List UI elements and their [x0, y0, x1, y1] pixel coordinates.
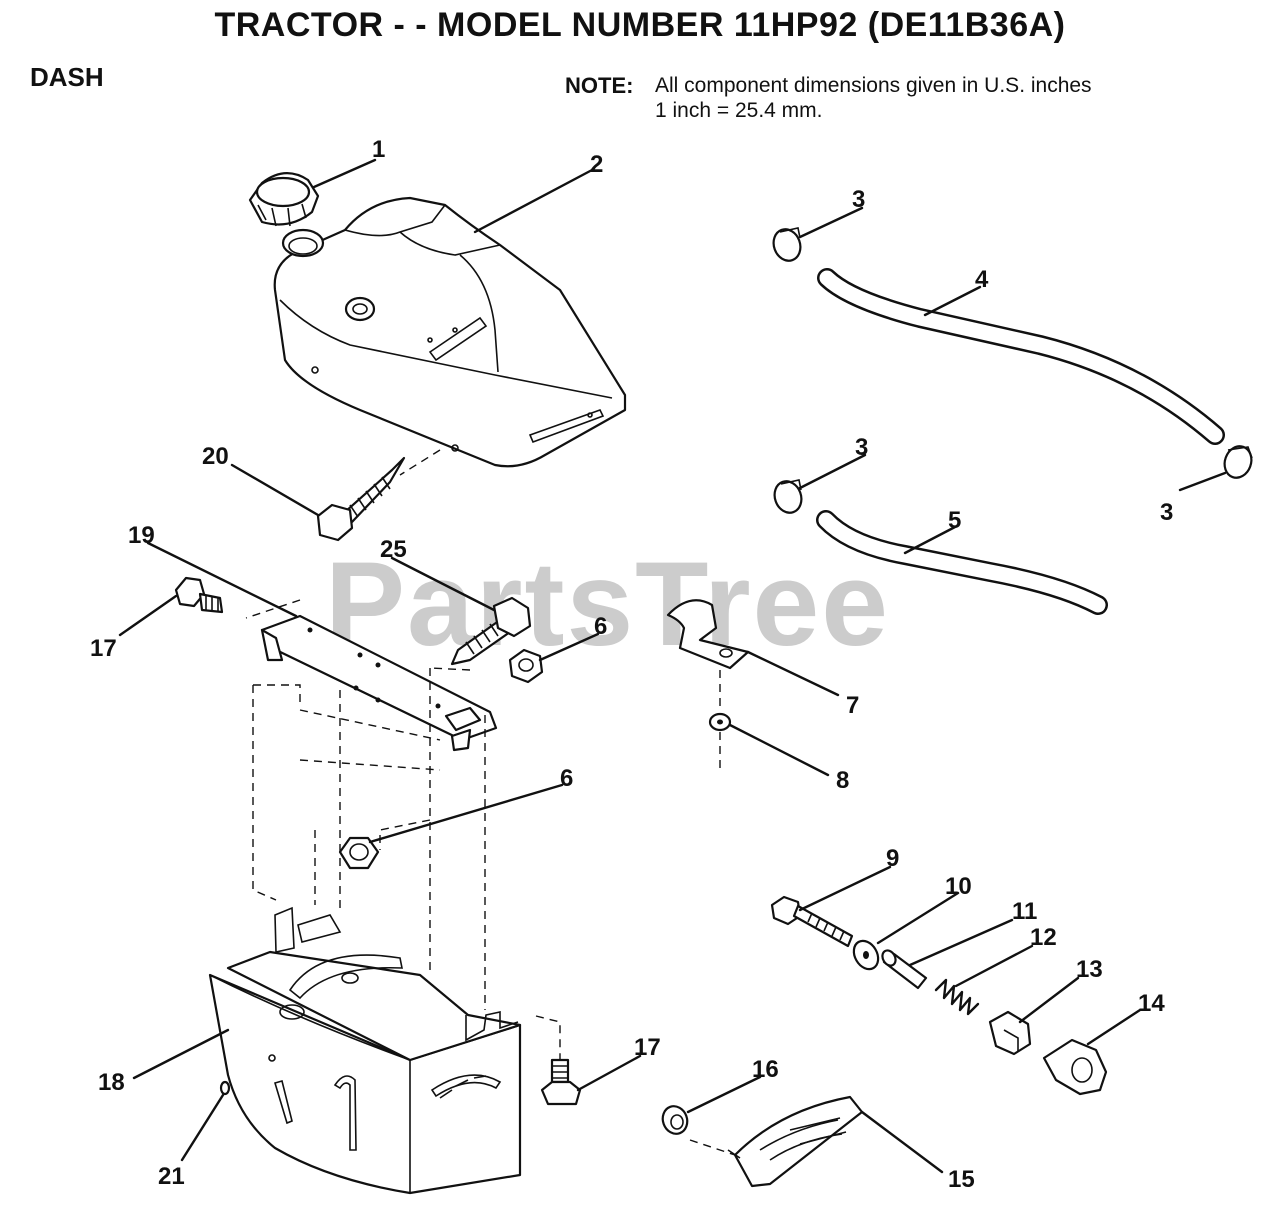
- callout-12: 12: [1030, 924, 1057, 951]
- callout-numbers: 1 2 3 4 3 3 5 20 19 25 6 17 7 8 6 9 10 1…: [90, 136, 1173, 1193]
- callout-21: 21: [158, 1163, 185, 1190]
- part-shoulder-bolt-left: [174, 576, 224, 614]
- callout-2: 2: [590, 151, 603, 178]
- callout-10: 10: [945, 873, 972, 900]
- part-hose-clamp-middle: [773, 479, 803, 514]
- part-lever-washer: [852, 939, 880, 971]
- callout-3-right: 3: [1160, 499, 1173, 526]
- callout-25: 25: [380, 536, 407, 563]
- part-hood-screw: [316, 456, 406, 542]
- note-text: All component dimensions given in U.S. i…: [655, 73, 1092, 123]
- callout-3-top: 3: [852, 186, 865, 213]
- part-fuel-cap: [248, 172, 320, 227]
- callout-1: 1: [372, 136, 385, 163]
- callout-6-lower: 6: [560, 765, 573, 792]
- part-lever-bolt: [770, 895, 854, 948]
- part-shoulder-bolt-right: [540, 1058, 582, 1106]
- callout-16: 16: [752, 1056, 779, 1083]
- callout-20: 20: [202, 443, 229, 470]
- part-bolt: [450, 596, 532, 666]
- callout-9: 9: [886, 845, 899, 872]
- note-line-2: 1 inch = 25.4 mm.: [655, 99, 823, 122]
- part-spacer: [881, 949, 928, 990]
- callout-17-left: 17: [90, 635, 117, 662]
- callout-14: 14: [1138, 990, 1165, 1017]
- part-spring: [934, 978, 980, 1016]
- part-push-cap: [661, 1105, 689, 1135]
- part-hose-clamp-right: [1223, 445, 1253, 479]
- callout-11: 11: [1012, 898, 1037, 925]
- part-decal-quadrant: [727, 1095, 864, 1188]
- part-lever-handle: [1042, 1038, 1108, 1096]
- part-fuel-line-short: [816, 510, 1108, 615]
- part-fuel-tank: [273, 196, 627, 468]
- part-washer: [708, 712, 732, 732]
- diagram-title: TRACTOR - - MODEL NUMBER 11HP92 (DE11B36…: [214, 6, 1066, 44]
- callout-17-right: 17: [634, 1034, 661, 1061]
- note-label: NOTE:: [565, 73, 634, 98]
- part-nut-lower: [338, 836, 380, 870]
- callout-18: 18: [98, 1069, 125, 1096]
- part-clip: [666, 599, 750, 670]
- watermark: PartsTree: [325, 537, 891, 671]
- callout-7: 7: [846, 692, 859, 719]
- callout-15: 15: [948, 1166, 975, 1193]
- assembly-lines: [245, 449, 736, 1156]
- callout-19: 19: [128, 522, 155, 549]
- callout-3-middle: 3: [855, 434, 868, 461]
- part-rivet: [219, 1080, 231, 1096]
- callout-8: 8: [836, 767, 849, 794]
- leader-lines: [118, 158, 1227, 1174]
- part-dash-panel: [208, 906, 522, 1195]
- note-line-1: All component dimensions given in U.S. i…: [655, 74, 1092, 97]
- part-hose-clamp-top: [772, 227, 802, 262]
- part-nut-upper: [508, 648, 544, 684]
- part-dash-bracket: [260, 614, 498, 752]
- callout-13: 13: [1076, 956, 1103, 983]
- callout-6-upper: 6: [594, 613, 607, 640]
- section-label: DASH: [30, 62, 104, 92]
- callout-5: 5: [948, 507, 961, 534]
- callout-4: 4: [975, 266, 989, 293]
- part-fuel-line-long: [817, 268, 1225, 445]
